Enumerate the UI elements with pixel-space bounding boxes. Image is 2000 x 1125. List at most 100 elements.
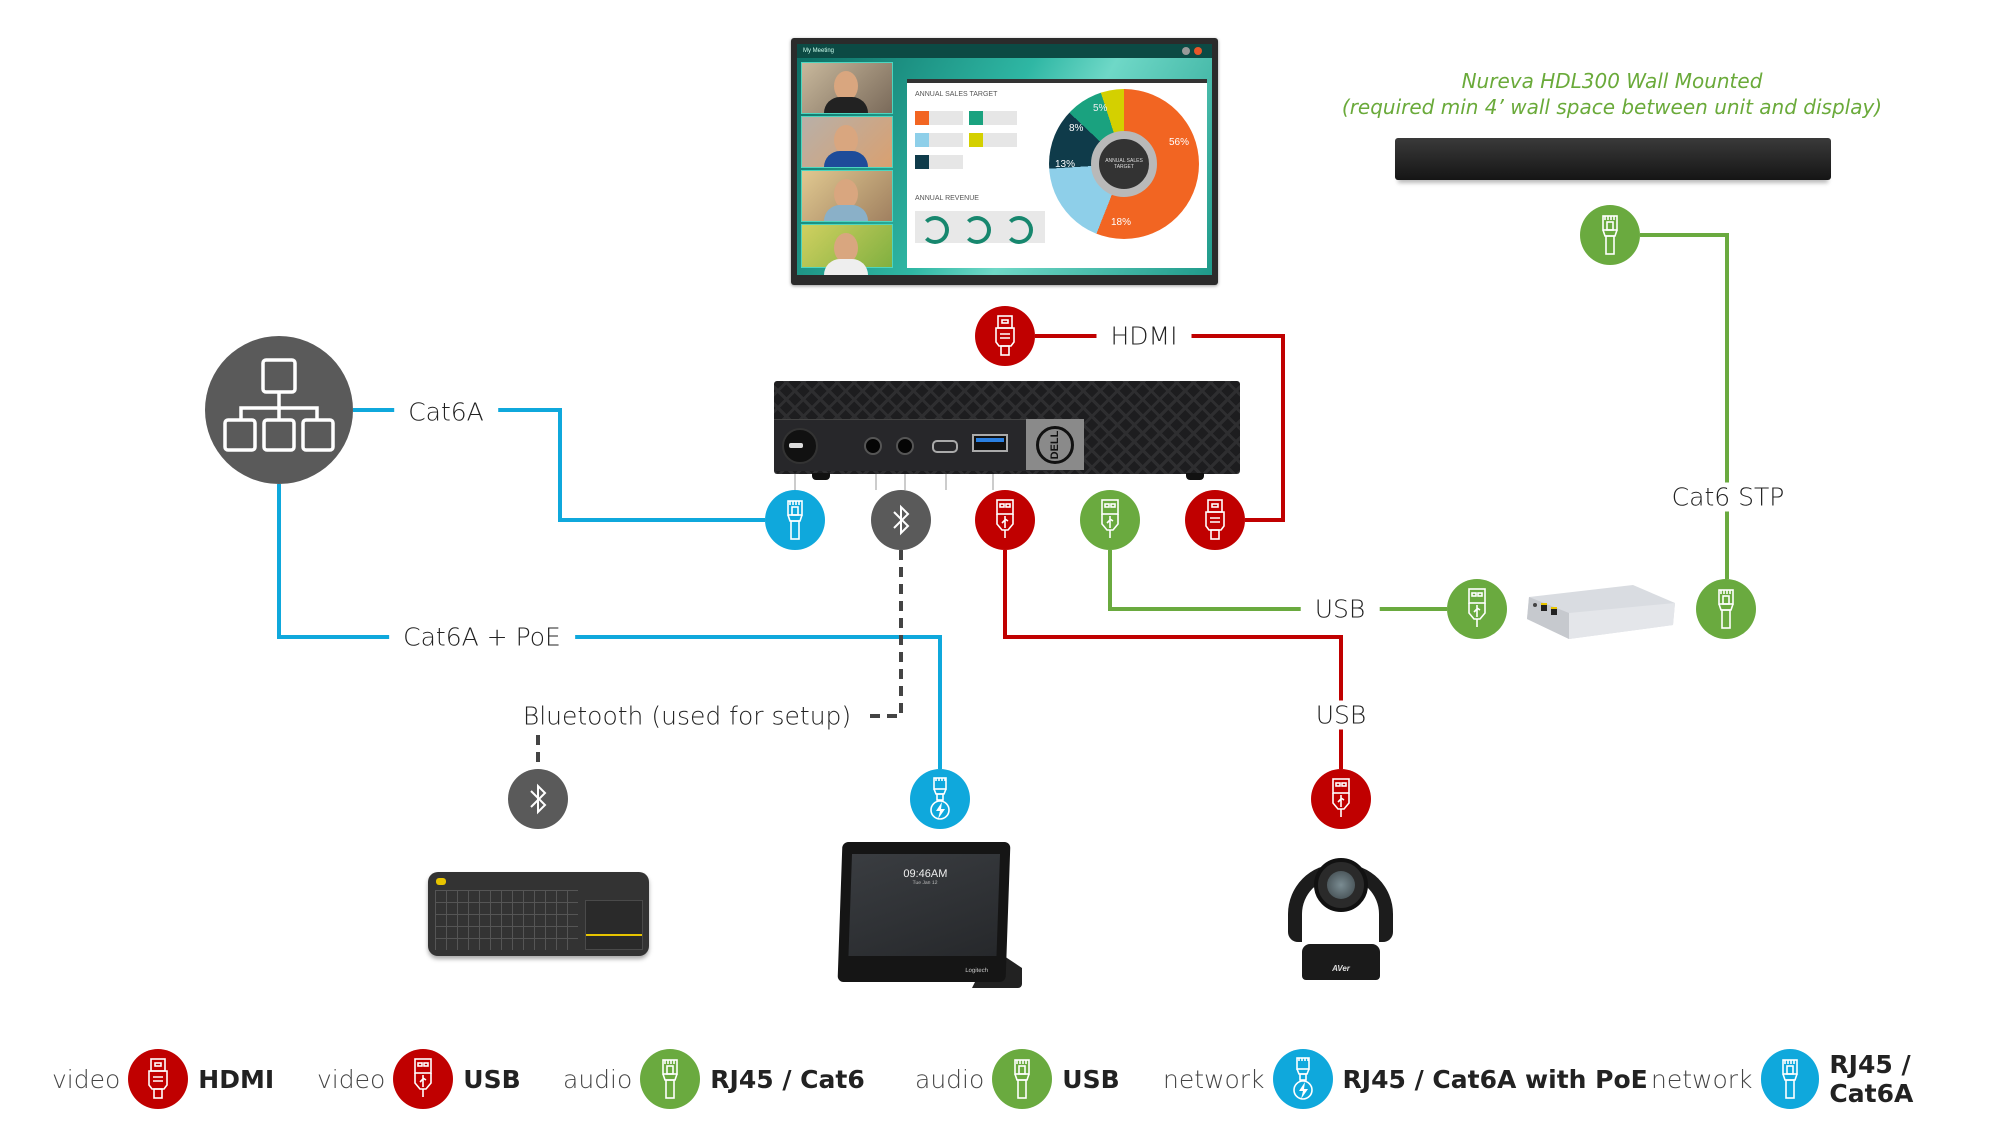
network-switch	[205, 336, 353, 484]
video-tile	[801, 62, 893, 114]
wireless-keyboard	[428, 872, 649, 956]
pie-label: 8%	[1069, 123, 1084, 134]
dell-logo: DELL	[1036, 425, 1074, 464]
legend-item: audio RJ45 / Cat6	[563, 1049, 865, 1109]
ptz-camera: AVer	[1286, 852, 1395, 982]
legend-category: network	[1163, 1064, 1265, 1094]
pie-label: 13%	[1055, 159, 1076, 170]
rj45-icon	[1773, 1057, 1807, 1101]
legend-label: RJ45 / Cat6A	[1829, 1050, 1914, 1108]
legend-badge	[393, 1049, 454, 1109]
usb-audio-interface-box	[1523, 583, 1679, 641]
tablet-body: 09:46AM Tue Jan 12 Logitech	[837, 842, 1011, 982]
usb-audio-label: USB	[1300, 594, 1380, 624]
usb-camera-label: USB	[1301, 700, 1381, 730]
legend-category: network	[1651, 1064, 1753, 1094]
usb-audio-port-badge	[1080, 490, 1140, 550]
bluetooth-icon	[884, 498, 918, 542]
hdmi-label: HDMI	[1096, 321, 1192, 351]
cat6a-cable	[353, 408, 765, 522]
legend-badge	[640, 1049, 701, 1109]
slide-title: ANNUAL SALES TARGET	[915, 91, 998, 98]
video-tile	[801, 116, 893, 168]
bluetooth-badge	[871, 490, 931, 550]
front-panel	[774, 419, 1052, 471]
legend-item: network RJ45 / Cat6A with PoE	[1163, 1049, 1648, 1109]
nureva-note: Nureva HDL300 Wall Mounted (required min…	[1342, 68, 1882, 120]
usb-icon	[1324, 777, 1358, 821]
nureva-title: Nureva HDL300 Wall Mounted	[1461, 69, 1763, 93]
power-button	[782, 428, 818, 464]
rj45-poe-icon	[923, 777, 957, 821]
sales-pie-chart: ANNUAL SALES TARGET 56% 18% 13% 8% 5%	[1049, 89, 1199, 239]
keyboard-bluetooth-badge	[508, 769, 568, 829]
audio-jack	[896, 437, 914, 455]
legend-check	[915, 155, 963, 169]
legend-badge	[128, 1049, 189, 1109]
legend-item: video USB	[317, 1049, 521, 1109]
video-tile	[801, 224, 893, 275]
legend-check	[969, 133, 1017, 147]
rj45-icon	[1593, 213, 1627, 257]
legend-category: audio	[563, 1064, 633, 1094]
camera-usb-badge	[1311, 769, 1371, 829]
legend-item: network RJ45 / Cat6A	[1651, 1049, 2000, 1109]
usb-a-port	[972, 434, 1008, 452]
usb-icon	[988, 498, 1022, 542]
pie-label: 56%	[1169, 137, 1190, 148]
tablet-brand: Logitech	[965, 968, 989, 974]
legend-label: HDMI	[198, 1064, 275, 1094]
nureva-subtitle: (required min 4’ wall space between unit…	[1341, 95, 1883, 119]
revenue-rings	[915, 211, 1045, 244]
usb-icon	[1460, 587, 1494, 631]
rj45-icon	[1709, 587, 1743, 631]
legend-label: USB	[463, 1064, 521, 1094]
dell-logo-plate: DELL	[1026, 419, 1084, 470]
pie-center-label: ANNUAL SALES TARGET	[1091, 131, 1157, 197]
legend-label: RJ45 / Cat6A with PoE	[1342, 1064, 1648, 1094]
legend-badge	[1272, 1049, 1333, 1109]
usb-icon	[406, 1057, 440, 1101]
tablet-time: 09:46AM	[903, 868, 948, 880]
video-tile	[801, 170, 893, 222]
revenue-title: ANNUAL REVENUE	[915, 195, 979, 202]
nureva-hdl300-bar	[1395, 138, 1831, 180]
tablet-poe-badge	[910, 769, 970, 829]
legend-item: audio USB	[915, 1049, 1120, 1109]
legend-category: audio	[915, 1064, 985, 1094]
cat6a-poe-label: Cat6A + PoE	[389, 622, 575, 652]
camera-lens	[1314, 858, 1368, 912]
box-rj45-badge	[1696, 579, 1756, 639]
bluetooth-label: Bluetooth (used for setup)	[508, 701, 866, 731]
dell-optiplex-pc: DELL	[774, 381, 1240, 480]
usb-camera-cable	[1003, 550, 1343, 769]
rj45-poe-icon	[1286, 1057, 1320, 1101]
touch-controller-tablet: 09:46AM Tue Jan 12 Logitech	[837, 842, 1022, 990]
legend-category: video	[317, 1064, 386, 1094]
legend-check	[969, 111, 1017, 125]
usb-c-port	[932, 440, 958, 453]
keyboard-media-key	[436, 878, 446, 885]
keyboard-touchpad	[585, 900, 643, 950]
tablet-screen: 09:46AM Tue Jan 12	[848, 854, 1001, 956]
cat6a-label: Cat6A	[394, 397, 498, 427]
rj45-icon	[778, 498, 812, 542]
tablet-date: Tue Jan 12	[912, 880, 938, 886]
legend-item: video HDMI	[52, 1049, 274, 1109]
settings-icon	[1182, 47, 1190, 55]
usb-video-port-badge	[975, 490, 1035, 550]
display-hdmi-badge	[975, 306, 1035, 366]
meeting-title: My Meeting	[797, 44, 1212, 58]
display-monitor: My Meeting ANNUAL SALES TARGET ANNUAL RE…	[791, 38, 1218, 285]
rj45-port-badge	[765, 490, 825, 550]
legend-badge	[1760, 1049, 1820, 1109]
legend-label: RJ45 / Cat6	[710, 1064, 865, 1094]
cat6a-poe-cable	[277, 484, 942, 769]
box-usb-badge	[1447, 579, 1507, 639]
bluetooth-link	[855, 550, 903, 718]
legend-label: USB	[1062, 1064, 1120, 1094]
legend-badge	[992, 1049, 1053, 1109]
bluetooth-icon	[521, 777, 555, 821]
hdmi-port-badge	[1185, 490, 1245, 550]
usb-audio-cable	[1108, 550, 1447, 611]
